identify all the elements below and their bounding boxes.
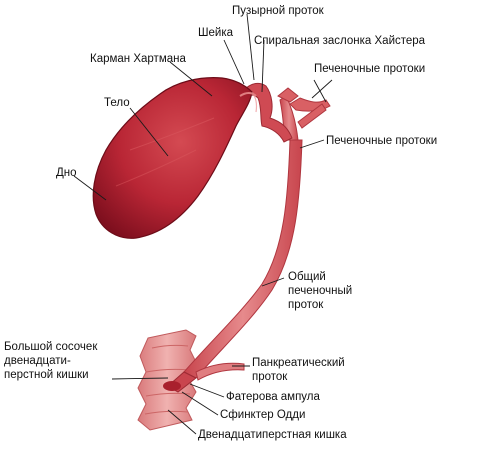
leader-oddi-sphincter	[181, 391, 219, 416]
leader-hepatic-ducts-lower	[299, 139, 325, 149]
label-hepatic-ducts-upper: Печеночные протоки	[314, 63, 426, 75]
pancreatic-duct-shape	[195, 362, 245, 381]
label-vater-ampulla: Фатерова ампула	[226, 391, 320, 403]
label-duodenum: Двенадцатиперстная кишка	[198, 429, 347, 441]
leader-body	[129, 107, 169, 157]
label-neck: Шейка	[198, 27, 234, 39]
label-major-papilla-line-2: двенадцати-	[4, 355, 71, 367]
leader-common-hepatic-duct	[261, 277, 285, 287]
label-fundus: Дно	[56, 167, 77, 179]
label-cystic-duct: Пузырной проток	[232, 5, 324, 17]
leader-neck	[223, 39, 245, 85]
leader-heister-valve	[261, 39, 265, 93]
label-major-papilla-line-1: Большой сосочек	[4, 341, 98, 353]
label-common-hepatic-duct: Общий печеночный проток	[288, 270, 352, 312]
leader-cystic-duct	[246, 13, 255, 81]
common-bile-duct-shape	[163, 139, 303, 393]
label-body: Тело	[104, 97, 130, 109]
label-heister-valve: Спиральная заслонка Хайстера	[254, 35, 426, 47]
label-oddi-sphincter: Сфинктер Одди	[220, 409, 306, 421]
label-pancreatic-duct: Панкреатический проток	[252, 356, 345, 384]
leader-hepatic-ducts-upper-2	[313, 79, 327, 103]
leader-major-papilla	[111, 377, 169, 380]
label-common-hepatic-duct-line-1: Общий	[288, 271, 326, 283]
label-hartmann-pouch: Карман Хартмана	[90, 53, 186, 65]
label-common-hepatic-duct-line-2: печеночный	[288, 285, 353, 297]
gallbladder-shape	[92, 77, 257, 239]
label-common-hepatic-duct-line-3: проток	[288, 299, 324, 311]
label-pancreatic-duct-line-2: проток	[252, 371, 288, 383]
leader-fundus	[73, 175, 107, 201]
label-pancreatic-duct-line-1: Панкреатический	[252, 357, 345, 369]
leader-hepatic-ducts-upper	[311, 79, 333, 99]
leader-hartmann-pouch	[169, 61, 213, 97]
duodenum-shape	[137, 329, 197, 431]
leader-duodenum	[167, 409, 197, 435]
leader-lines	[73, 13, 333, 435]
label-major-papilla-line-3: перстной кишки	[4, 369, 89, 381]
label-hepatic-ducts-lower: Печеночные протоки	[326, 135, 438, 147]
label-major-papilla: Большой сосочек двенадцати- перстной киш…	[4, 340, 97, 382]
leader-vater-ampulla	[189, 383, 225, 398]
